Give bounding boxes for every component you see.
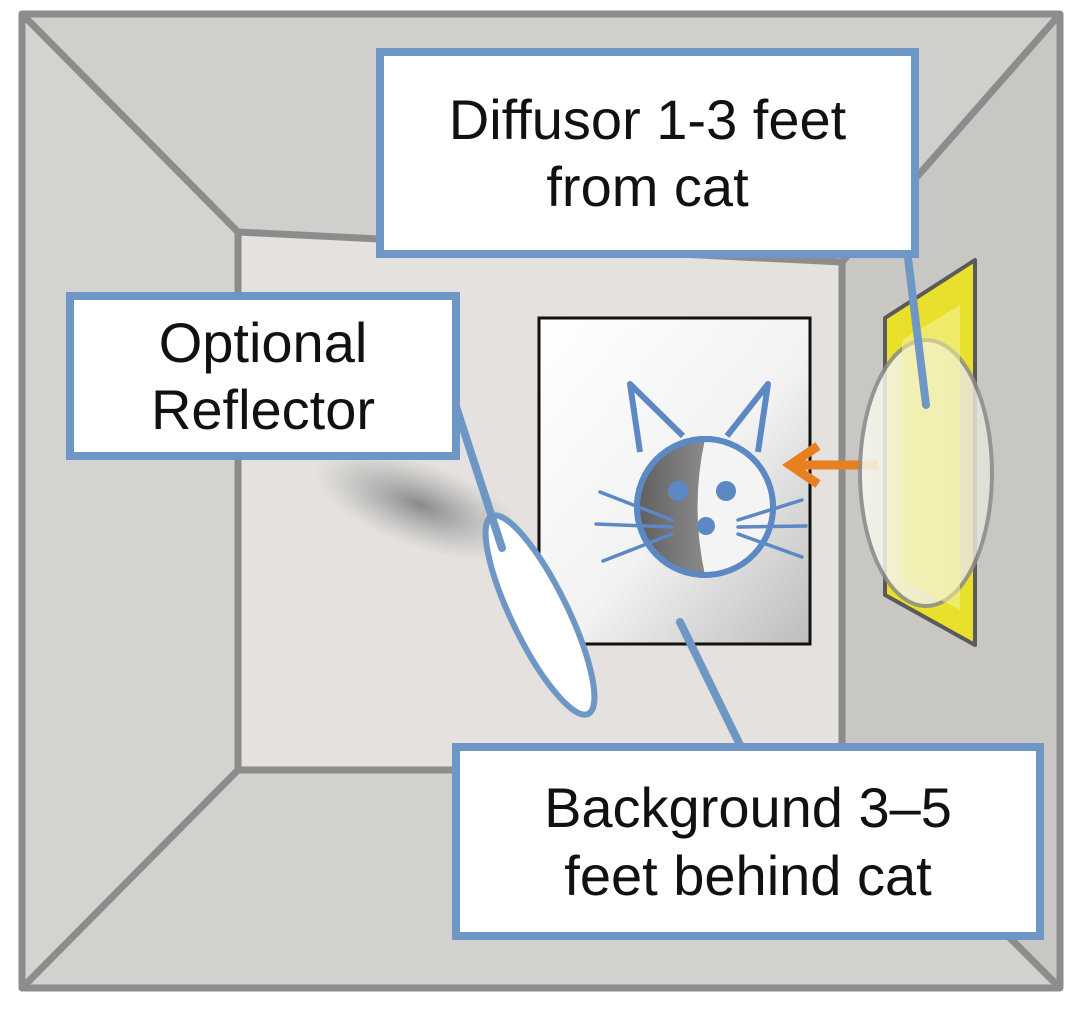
reflector-shadow <box>315 450 525 560</box>
reflector-label-line2: Reflector <box>150 378 376 441</box>
reflector-label: Optional Reflector <box>66 292 460 460</box>
cat-ear-right <box>724 381 771 453</box>
background-label: Background 3–5 feet behind cat <box>452 743 1044 940</box>
diffusor-label-line1: Diffusor 1-3 feet <box>448 87 847 151</box>
cat-ear-left <box>627 381 686 453</box>
background-leader-line <box>676 618 744 749</box>
room-frame <box>18 10 1064 992</box>
cat-eye-right <box>716 481 736 501</box>
diffusor-panel-glow <box>902 305 960 610</box>
diffusor-label: Diffusor 1-3 feet from cat <box>376 48 919 258</box>
cat-face-icon <box>594 381 808 578</box>
ceiling-edge-left <box>19 11 241 235</box>
cat-whiskers <box>594 490 808 563</box>
background-label-line1: Background 3–5 <box>544 776 952 840</box>
diffusor-label-line2: from cat <box>546 155 749 218</box>
diffusor-leader-line <box>904 254 930 409</box>
floor-edge-left <box>19 767 241 991</box>
reflector-label-line1: Optional <box>158 310 368 374</box>
left-wall <box>22 14 238 988</box>
diffusor <box>858 258 994 647</box>
cat-eye-left <box>668 481 688 501</box>
background-label-line2: feet behind cat <box>564 843 932 907</box>
cat-nose <box>697 517 715 535</box>
